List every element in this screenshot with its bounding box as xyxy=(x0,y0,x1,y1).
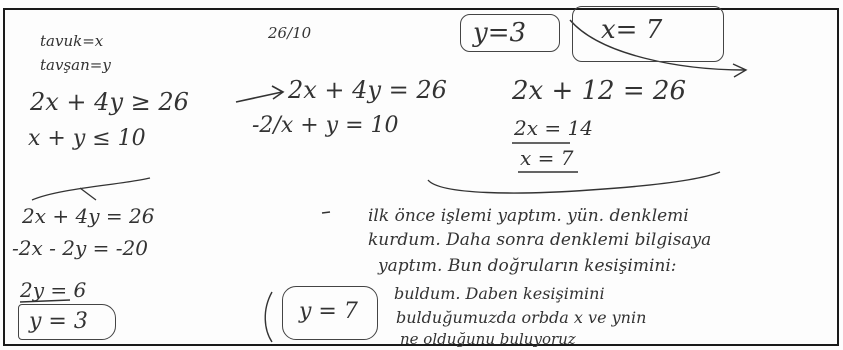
explanation-line-6: ne olduğunu buluyoruz xyxy=(400,330,576,348)
elimination-2: -2x - 2y = -20 xyxy=(12,236,148,260)
explanation-line-3: yaptım. Bun doğruların kesişimini: xyxy=(378,256,677,276)
solve-step-1: 2x + 12 = 26 xyxy=(512,76,687,106)
variable-tavuk: tavuk=x xyxy=(40,32,104,50)
answer-y-left: y = 3 xyxy=(29,309,88,334)
solve-step-2: 2x = 14 xyxy=(514,116,593,140)
page-border xyxy=(3,8,839,346)
elimination-3: 2y = 6 xyxy=(20,278,87,302)
explanation-line-2: kurdum. Daha sonra denklemi bilgisaya xyxy=(368,230,712,250)
variable-tavsan: tavşan=y xyxy=(40,56,111,74)
answer-box-y-left: y = 3 xyxy=(18,304,116,340)
answer-box-y: y=3 xyxy=(460,14,560,52)
solve-step-3: x = 7 xyxy=(520,146,574,170)
elimination-1: 2x + 4y = 26 xyxy=(22,204,155,228)
equation-1: 2x + 4y = 26 xyxy=(288,76,447,104)
equation-2: -2/x + y = 10 xyxy=(252,113,399,138)
answer-box-y7: y = 7 xyxy=(282,286,378,340)
fraction-note: 26/10 xyxy=(268,24,312,42)
answer-box-x: x= 7 xyxy=(572,6,724,62)
explanation-line-4: buldum. Daben kesişimini xyxy=(394,284,605,303)
explanation-line-1: ilk önce işlemi yaptım. yün. denklemi xyxy=(368,206,689,226)
inequality-1: 2x + 4y ≥ 26 xyxy=(30,88,189,116)
answer-y7: y = 7 xyxy=(299,299,358,324)
explanation-line-5: bulduğumuzda orbda x ve ynin xyxy=(396,308,647,327)
answer-x: x= 7 xyxy=(601,15,663,45)
answer-y: y=3 xyxy=(473,18,527,48)
inequality-2: x + y ≤ 10 xyxy=(28,126,146,151)
